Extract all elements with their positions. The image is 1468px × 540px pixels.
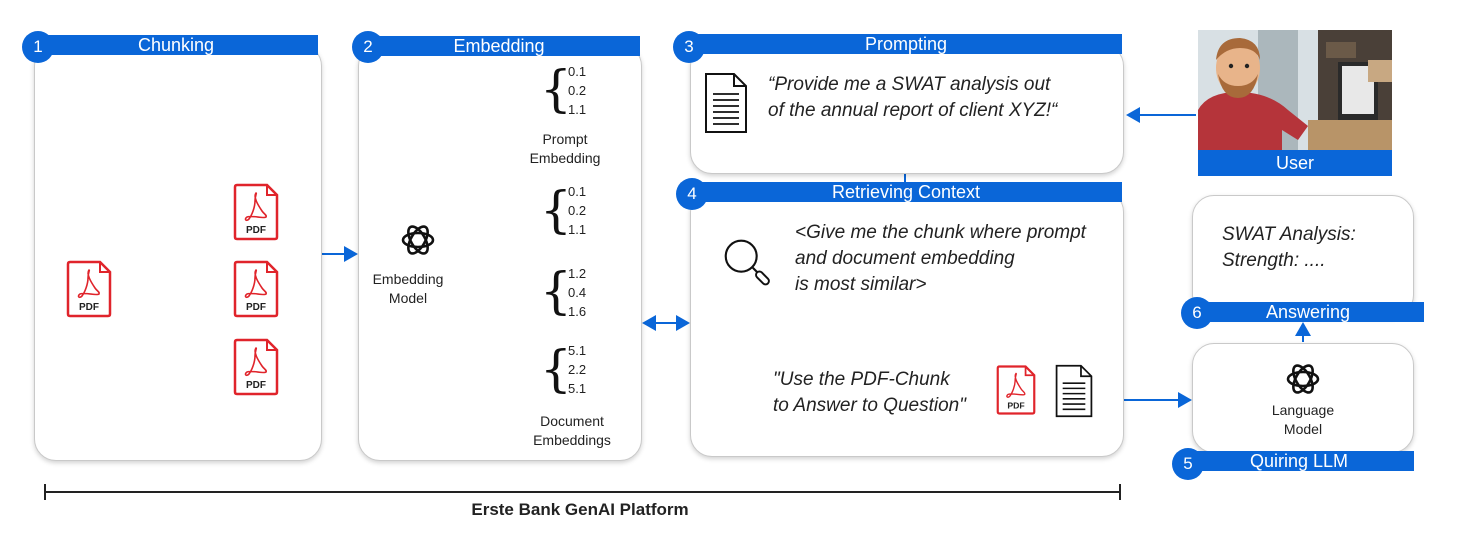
llm-panel [1192, 343, 1414, 453]
embedding-model-label-line2: Model [388, 290, 428, 306]
pdf-text: PDF [246, 302, 266, 313]
prompt-text-line2: of the annual report of client XYZ!“ [768, 100, 1058, 121]
user-label: User [1275, 153, 1314, 173]
pdf-icon-source: PDF [66, 260, 112, 318]
vec-value: 1.1 [568, 102, 587, 117]
embedding-model-label-line1: Embedding [372, 271, 444, 287]
embedding-title-bar: Embedding [358, 36, 640, 56]
vec-value: 0.2 [568, 83, 587, 98]
retrieval-query-line1: <Give me the chunk where prompt [795, 222, 1086, 243]
prompting-title-bar: Prompting [690, 34, 1122, 54]
pdf-icon-retrieved: PDF [996, 365, 1036, 415]
pdf-icon-chunk-2: PDF [233, 260, 279, 318]
pdf-text: PDF [246, 380, 266, 391]
pdf-text: PDF [1007, 400, 1024, 410]
retrieval-query-line3: is most similar> [795, 274, 927, 295]
platform-label: Erste Bank GenAI Platform [471, 500, 689, 519]
vec-value: 1.2 [568, 266, 587, 281]
user-illustration [1198, 30, 1392, 150]
chunking-title: Chunking [137, 35, 215, 55]
openai-logo-icon [401, 225, 435, 255]
vec-value: 0.1 [568, 64, 587, 79]
document-icon [705, 73, 747, 133]
vec-value: 0.4 [568, 285, 587, 300]
doc-vector-3: 5.1 2.2 5.1 [568, 341, 586, 398]
platform-bracket [44, 484, 1121, 500]
brace-2: { [540, 181, 572, 239]
prompt-text: “Provide me a SWAT analysis out of the a… [768, 72, 1118, 124]
prompt-text-line1: “Provide me a SWAT analysis out [768, 74, 1051, 95]
prompt-embedding-line1: Prompt [542, 131, 588, 147]
prompt-embedding-line2: Embedding [529, 150, 601, 166]
pdf-text: PDF [79, 302, 99, 313]
prompt-embedding-label: Prompt Embedding [525, 130, 605, 168]
embedding-title: Embedding [453, 36, 545, 56]
prompting-title: Prompting [864, 34, 948, 54]
vec-value: 2.2 [568, 362, 587, 377]
quiring-title-bar: Quiring LLM [1184, 451, 1414, 471]
retrieving-panel [690, 190, 1124, 457]
step-badge-3: 3 [673, 31, 705, 63]
vec-value: 1.6 [568, 304, 587, 319]
answer-line1: SWAT Analysis: [1222, 224, 1356, 245]
answering-title-bar: Answering [1192, 302, 1424, 322]
language-model-label: Language Model [1257, 401, 1349, 439]
retrieval-instruction-text: "Use the PDF-Chunk to Answer to Question… [773, 367, 1003, 419]
search-icon [724, 239, 770, 286]
answering-title: Answering [1265, 302, 1351, 322]
vec-value: 0.2 [568, 203, 587, 218]
user-label-bar: User [1198, 150, 1392, 176]
document-embeddings-line2: Embeddings [533, 432, 611, 448]
step-badge-2: 2 [352, 31, 384, 63]
chunking-title-bar: Chunking [34, 35, 318, 55]
openai-logo-icon [1286, 364, 1320, 394]
step-badge-5: 5 [1172, 448, 1204, 480]
retrieving-title: Retrieving Context [831, 182, 981, 202]
brace-4: { [540, 340, 572, 398]
quiring-title: Quiring LLM [1249, 451, 1349, 471]
retrieval-instruction-line1: "Use the PDF-Chunk [773, 369, 950, 390]
chunking-panel [34, 44, 322, 461]
vec-value: 5.1 [568, 343, 587, 358]
pdf-icon-chunk-1: PDF [233, 183, 279, 241]
vec-value: 1.1 [568, 222, 587, 237]
document-icon-retrieved [1055, 364, 1093, 418]
doc-vector-1: 0.1 0.2 1.1 [568, 182, 586, 239]
step-badge-6: 6 [1181, 297, 1213, 329]
document-embeddings-line1: Document [540, 413, 604, 429]
answer-line2: Strength: .... [1222, 250, 1326, 271]
language-model-line2: Model [1283, 421, 1323, 437]
doc-vector-2: 1.2 0.4 1.6 [568, 264, 586, 321]
prompt-vector: 0.1 0.2 1.1 [568, 62, 586, 119]
brace-1: { [540, 60, 572, 118]
retrieval-instruction-line2: to Answer to Question" [773, 395, 966, 416]
retrieval-query-text: <Give me the chunk where prompt and docu… [795, 220, 1120, 298]
step-badge-1: 1 [22, 31, 54, 63]
vec-value: 5.1 [568, 381, 587, 396]
document-embeddings-label: Document Embeddings [522, 412, 622, 450]
brace-3: { [540, 262, 572, 320]
prompting-panel [690, 44, 1124, 174]
retrieving-title-bar: Retrieving Context [690, 182, 1122, 202]
language-model-line1: Language [1271, 402, 1335, 418]
answer-text: SWAT Analysis: Strength: .... [1222, 222, 1402, 274]
step-badge-4: 4 [676, 178, 708, 210]
pdf-icon-chunk-3: PDF [233, 338, 279, 396]
user-avatar [1198, 30, 1392, 150]
answer-panel [1192, 195, 1414, 317]
vec-value: 0.1 [568, 184, 587, 199]
embedding-panel [358, 44, 642, 461]
pdf-text: PDF [246, 225, 266, 236]
embedding-model-label: Embedding Model [368, 270, 448, 308]
retrieval-query-line2: and document embedding [795, 248, 1015, 269]
